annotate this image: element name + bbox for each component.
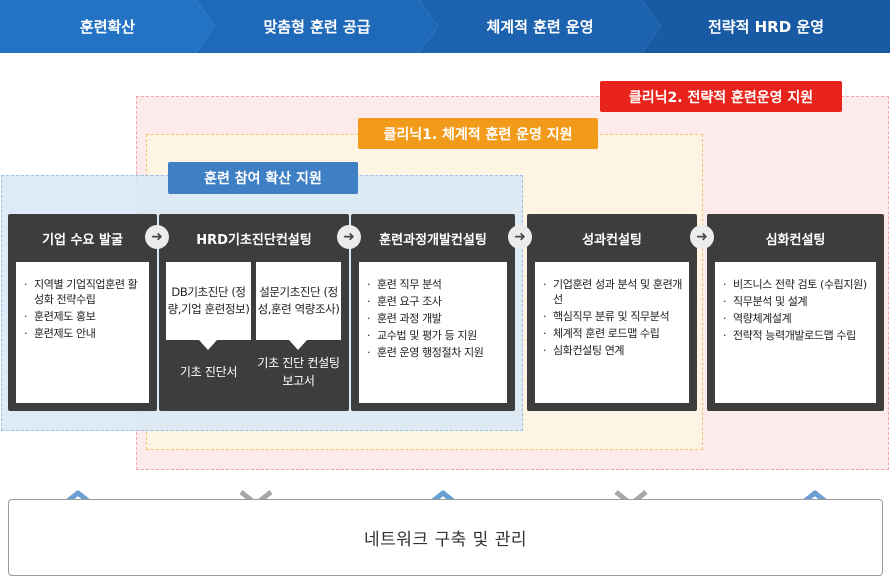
card-title: 성과컨설팅 bbox=[582, 232, 642, 248]
card-body: 기업훈련 성과 분석 및 훈련개선 핵심직무 분류 및 직무분석 체계적 훈련 … bbox=[535, 262, 689, 403]
stage-label: 체계적 훈련 운영 bbox=[486, 18, 594, 36]
card-demand-discovery: 기업 수요 발굴 지역별 기업직업훈련 활성화 전략수립 훈련제도 홍보 훈련제… bbox=[8, 214, 157, 411]
arrow-right-icon: ➜ bbox=[690, 225, 714, 249]
item-list: 지역별 기업직업훈련 활성화 전략수립 훈련제도 홍보 훈련제도 안내 bbox=[16, 262, 149, 341]
stage-strategic-hrd: 전략적 HRD 운영 bbox=[642, 0, 890, 53]
card-course-development: 훈련과정개발컨설팅 훈련 직무 분석 훈련 요구 조사 훈련 과정 개발 교수법… bbox=[351, 214, 515, 411]
arrow-right-icon: ➜ bbox=[508, 225, 532, 249]
survey-diagnosis-box: 설문기초진단 (정성,훈련 역량조사) bbox=[256, 262, 341, 340]
stage-label: 전략적 HRD 운영 bbox=[708, 18, 824, 36]
pointer-notch bbox=[199, 340, 217, 350]
network-management-box: 네트워크 구축 및 관리 bbox=[8, 499, 883, 576]
card-hrd-basic-consulting: HRD기초진단컨설팅 DB기초진단 (정량,기업 훈련정보) 설문기초진단 (정… bbox=[159, 214, 349, 411]
stage-label: 맞춤형 훈련 공급 bbox=[263, 18, 371, 36]
db-diagnosis-box: DB기초진단 (정량,기업 훈련정보) bbox=[166, 262, 251, 340]
output-consulting-report: 기초 진단 컨설팅 보고서 bbox=[257, 356, 340, 388]
stage-label: 훈련확산 bbox=[79, 18, 136, 36]
list-item: 전략적 능력개발로드맵 수립 bbox=[723, 328, 870, 343]
list-item: 체계적 훈련 로드맵 수립 bbox=[543, 326, 683, 341]
list-item: 핵심직무 분류 및 직무분석 bbox=[543, 309, 683, 324]
participation-tag: 훈련 참여 확산 지원 bbox=[168, 162, 358, 194]
card-performance-consulting: 성과컨설팅 기업훈련 성과 분석 및 훈련개선 핵심직무 분류 및 직무분석 체… bbox=[527, 214, 697, 411]
card-body: 지역별 기업직업훈련 활성화 전략수립 훈련제도 홍보 훈련제도 안내 bbox=[16, 262, 149, 403]
list-item: 비즈니스 전략 검토 (수립지원) bbox=[723, 277, 870, 292]
list-item: 역량체계설계 bbox=[723, 311, 870, 326]
card-advanced-consulting: 심화컨설팅 비즈니스 전략 검토 (수립지원) 직무분석 및 설계 역량체계설계… bbox=[707, 214, 884, 411]
item-list: 훈련 직무 분석 훈련 요구 조사 훈련 과정 개발 교수법 및 평가 등 지원… bbox=[359, 262, 507, 360]
footer-label: 네트워크 구축 및 관리 bbox=[364, 530, 527, 550]
stage-training-expansion: 훈련확산 bbox=[0, 0, 215, 53]
pointer-notch bbox=[289, 340, 307, 350]
output-basic-diagnosis: 기초 진단서 bbox=[179, 365, 238, 379]
arrow-right-icon: ➜ bbox=[145, 225, 169, 249]
list-item: 기업훈련 성과 분석 및 훈련개선 bbox=[543, 277, 683, 307]
list-item: 훈련 과정 개발 bbox=[367, 311, 501, 326]
list-item: 훈련 직무 분석 bbox=[367, 277, 501, 292]
stage-custom-supply: 맞춤형 훈련 공급 bbox=[196, 0, 438, 53]
arrow-right-icon: ➜ bbox=[337, 225, 361, 249]
list-item: 훈련 운영 행정절차 지원 bbox=[367, 345, 501, 360]
card-body: 비즈니스 전략 검토 (수립지원) 직무분석 및 설계 역량체계설계 전략적 능… bbox=[715, 262, 876, 403]
list-item: 지역별 기업직업훈련 활성화 전략수립 bbox=[24, 277, 143, 307]
list-item: 심화컨설팅 연계 bbox=[543, 343, 683, 358]
clinic2-tag: 클리닉2. 전략적 훈련운영 지원 bbox=[600, 81, 842, 112]
card-title: 훈련과정개발컨설팅 bbox=[379, 232, 487, 248]
card-title: 기업 수요 발굴 bbox=[42, 232, 123, 248]
item-list: 기업훈련 성과 분석 및 훈련개선 핵심직무 분류 및 직무분석 체계적 훈련 … bbox=[535, 262, 689, 358]
card-body: 훈련 직무 분석 훈련 요구 조사 훈련 과정 개발 교수법 및 평가 등 지원… bbox=[359, 262, 507, 403]
card-title: HRD기초진단컨설팅 bbox=[196, 232, 312, 248]
card-title: 심화컨설팅 bbox=[765, 232, 826, 248]
list-item: 교수법 및 평가 등 지원 bbox=[367, 328, 501, 343]
list-item: 훈련제도 안내 bbox=[24, 326, 143, 341]
list-item: 훈련 요구 조사 bbox=[367, 294, 501, 309]
list-item: 직무분석 및 설계 bbox=[723, 294, 870, 309]
item-list: 비즈니스 전략 검토 (수립지원) 직무분석 및 설계 역량체계설계 전략적 능… bbox=[715, 262, 876, 343]
clinic1-tag: 클리닉1. 체계적 훈련 운영 지원 bbox=[358, 118, 598, 149]
list-item: 훈련제도 홍보 bbox=[24, 309, 143, 324]
stage-systematic-operation: 체계적 훈련 운영 bbox=[419, 0, 661, 53]
